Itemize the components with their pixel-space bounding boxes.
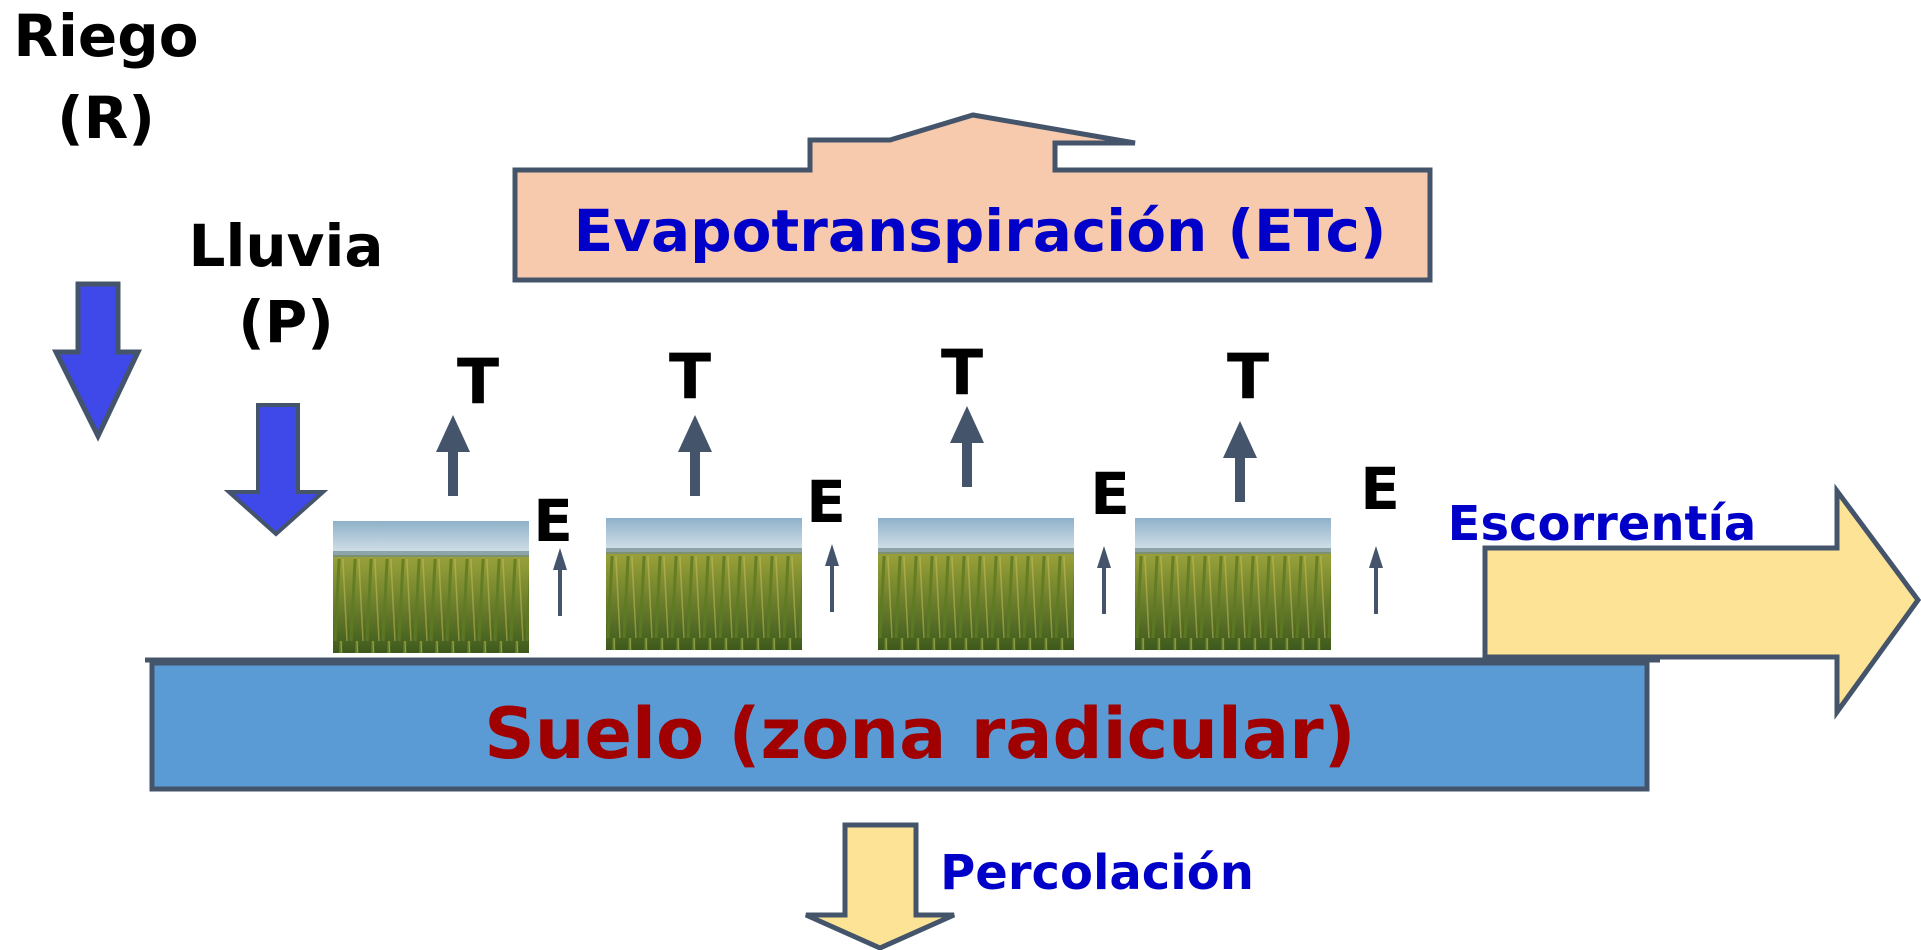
crop-photo-icon: [878, 518, 1074, 650]
lluvia-label: Lluvia: [189, 212, 384, 280]
runoff-label: Escorrentía: [1448, 496, 1757, 552]
evaporation-label: E: [1090, 460, 1130, 528]
transpiration-arrow-icon: [436, 415, 470, 496]
crop-photo-icon: [1135, 518, 1331, 650]
evaporation-label: E: [806, 468, 846, 536]
percolation-arrow-icon: [804, 822, 956, 950]
evaporation-arrow-icon: [1097, 546, 1111, 614]
evaporation-arrow-icon: [1369, 546, 1383, 614]
etc-label: Evapotranspiración (ETc): [574, 197, 1387, 265]
etc-arrow-icon: [512, 112, 1433, 283]
soil-label: Suelo (zona radicular): [484, 693, 1355, 775]
evaporation-label: E: [533, 487, 573, 555]
transpiration-label: T: [941, 336, 983, 409]
evaporation-label: E: [1360, 455, 1400, 523]
transpiration-arrow-icon: [678, 415, 712, 496]
transpiration-arrow-icon: [950, 406, 984, 487]
transpiration-label: T: [669, 340, 711, 413]
transpiration-label: T: [457, 345, 499, 418]
soil-box: [149, 660, 1650, 792]
evaporation-arrow-icon: [553, 548, 567, 616]
lluvia-arrow-icon: [223, 403, 329, 537]
crop-photo-icon: [333, 521, 529, 653]
runoff-arrow-icon: [1482, 483, 1921, 720]
transpiration-label: T: [1227, 340, 1269, 413]
crop-photo-icon: [606, 518, 802, 650]
riego-arrow-icon: [51, 281, 142, 442]
evaporation-arrow-icon: [825, 544, 839, 612]
lluvia-symbol: (P): [238, 288, 334, 356]
percolation-label: Percolación: [940, 845, 1254, 901]
riego-symbol: (R): [57, 84, 155, 152]
riego-label: Riego: [13, 2, 198, 70]
transpiration-arrow-icon: [1223, 421, 1257, 502]
